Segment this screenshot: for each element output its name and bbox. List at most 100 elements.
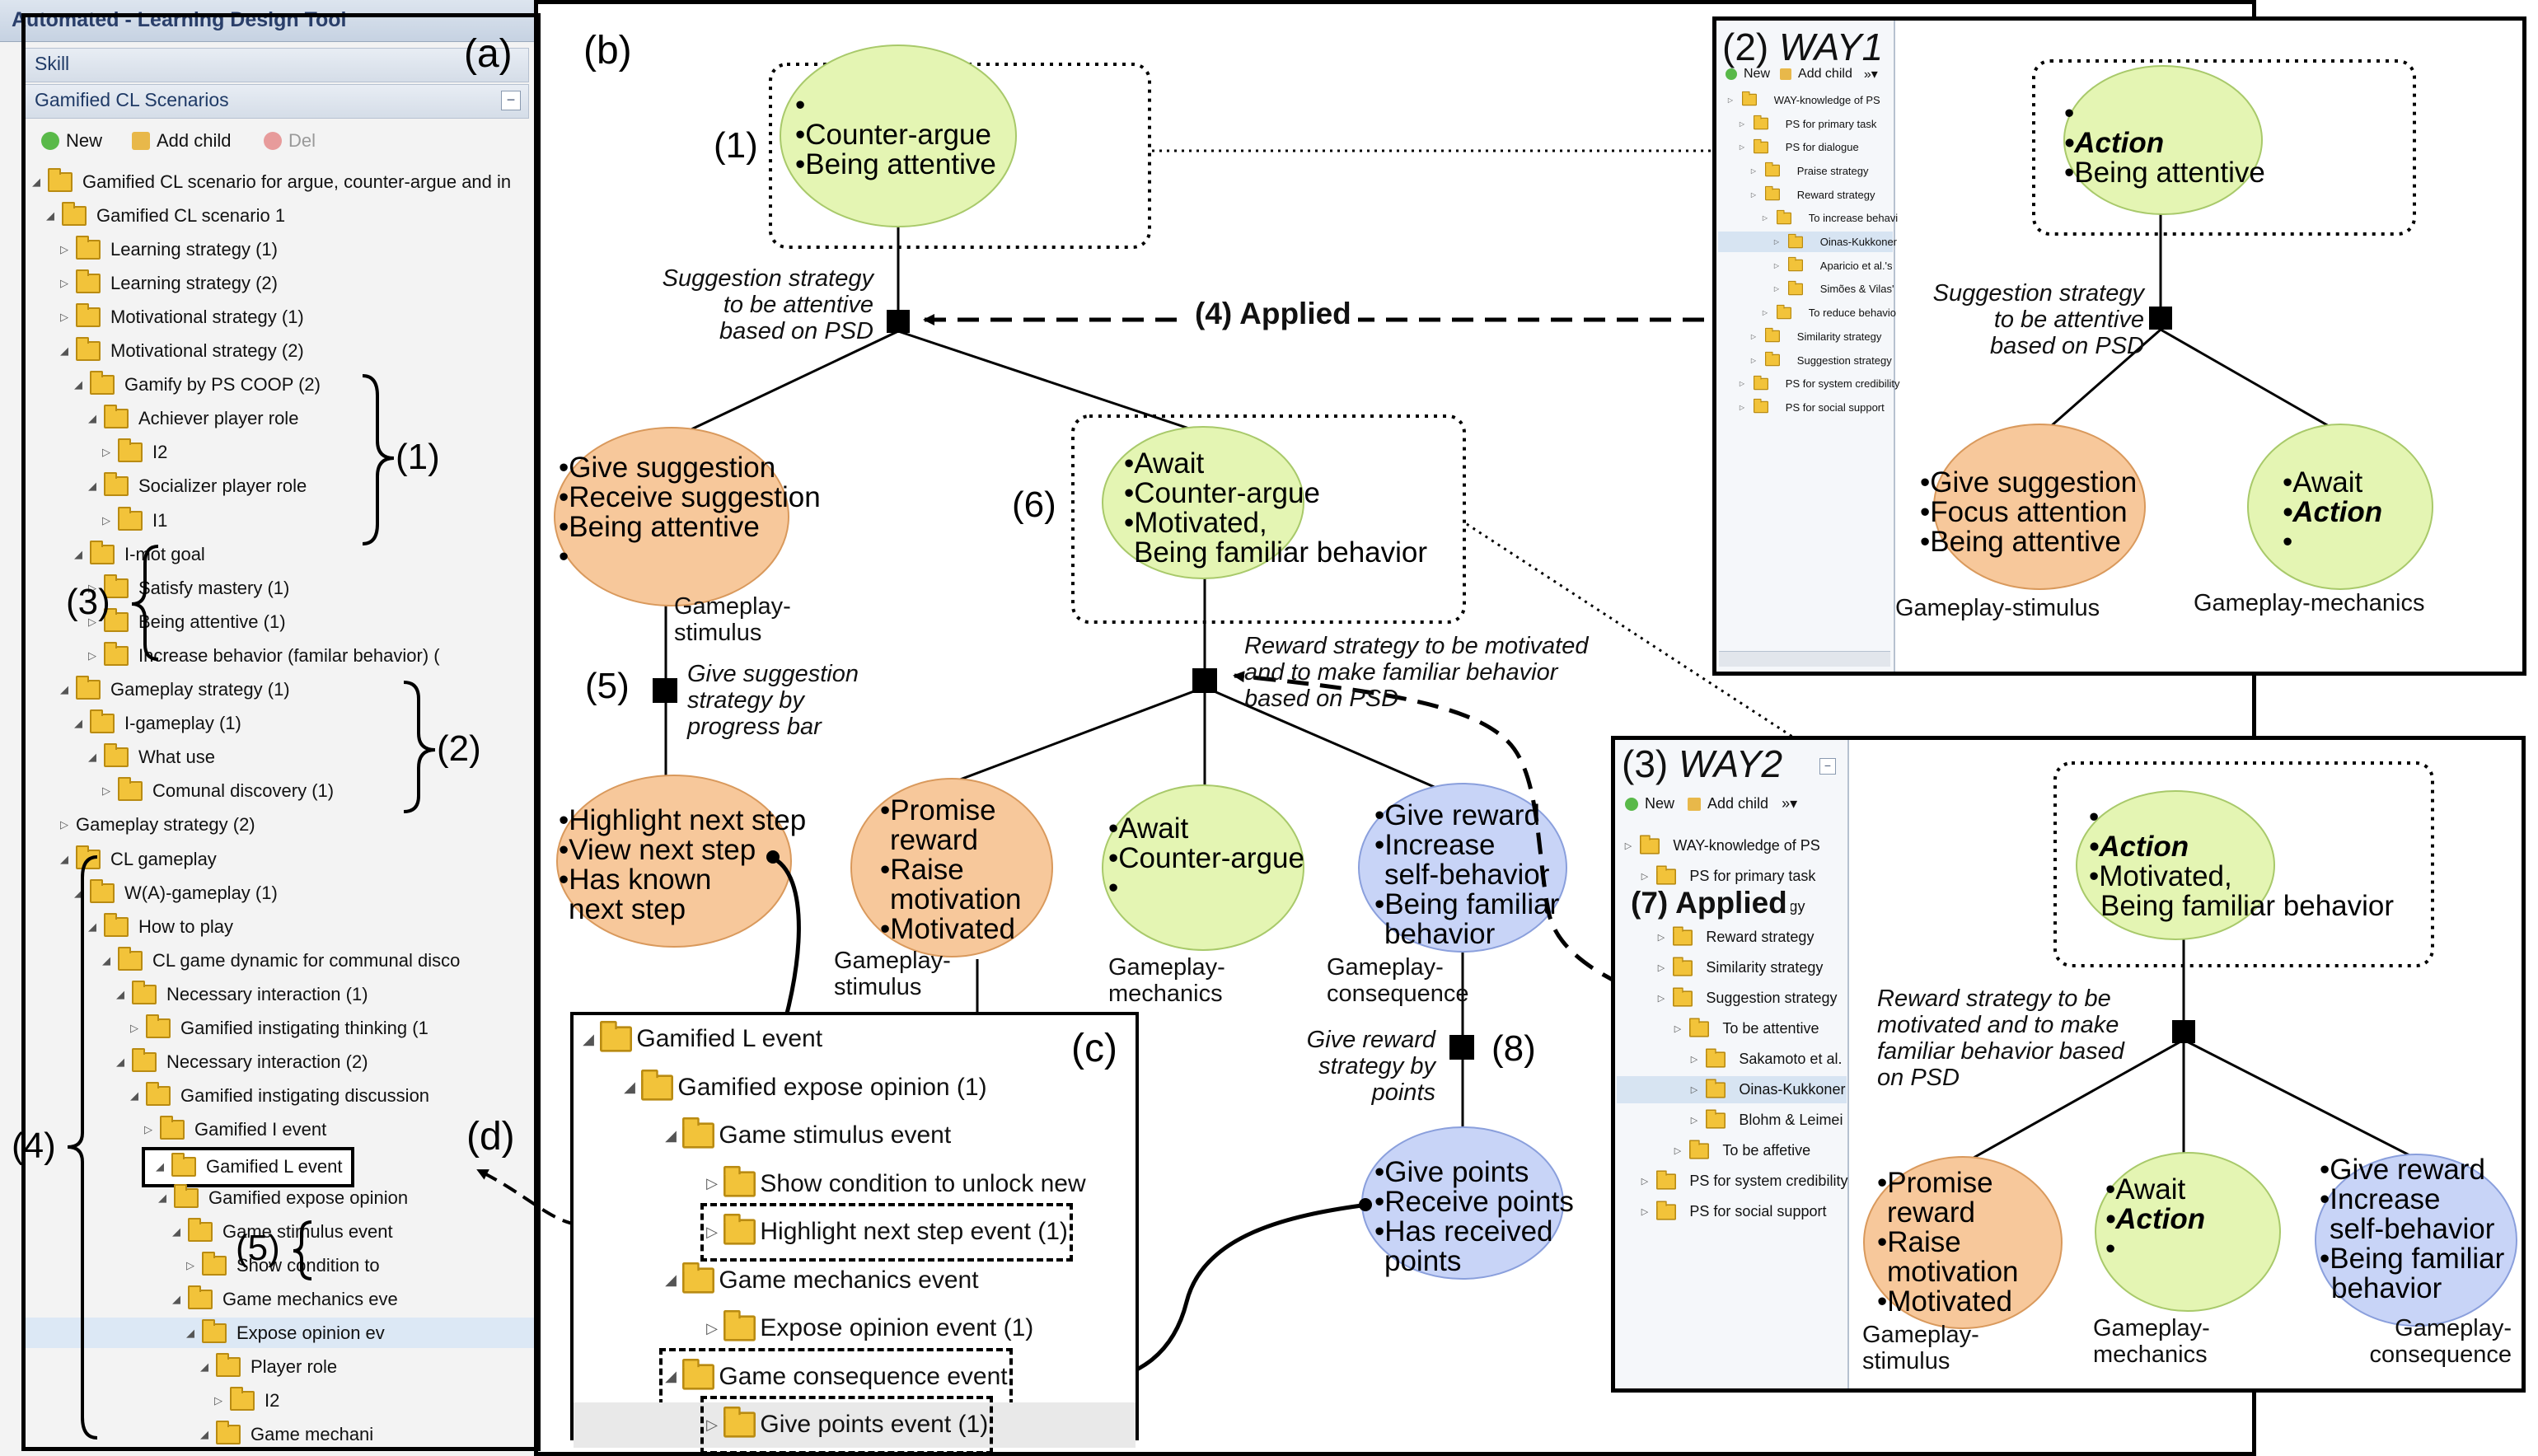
scenario-tree-row[interactable]: ◢Game mechani (198, 1418, 373, 1452)
way2-tree-row[interactable]: ▷Similarity strategy (1655, 953, 1823, 983)
expanded-arrow-icon[interactable]: ◢ (665, 1368, 677, 1385)
scenario-tree-row[interactable]: ◢CL game dynamic for communal disco (100, 943, 460, 977)
scenario-tree-row[interactable]: ◢Gamify by PS COOP (2) (72, 368, 321, 402)
expanded-arrow-icon[interactable]: ◢ (88, 751, 96, 764)
expanded-arrow-icon[interactable]: ◢ (156, 1160, 164, 1173)
way1-tree-row[interactable]: ▷Oinas-Kukkoner (1770, 230, 1897, 254)
collapsed-arrow-icon[interactable]: ▷ (1773, 285, 1780, 293)
way1-tree-row[interactable]: ▷To increase behavi (1758, 207, 1898, 231)
collapsed-arrow-icon[interactable]: ▷ (1739, 403, 1745, 411)
collapsed-arrow-icon[interactable]: ▷ (214, 1394, 222, 1407)
scenario-tree-row[interactable]: ◢Game stimulus event (170, 1215, 393, 1248)
collapsed-arrow-icon[interactable]: ▷ (102, 446, 110, 459)
scenario-tree-row[interactable]: ▷Gamified instigating thinking (1 (128, 1012, 428, 1046)
collapsed-arrow-icon[interactable]: ▷ (60, 242, 68, 255)
way1-new-button[interactable]: New (1744, 67, 1771, 81)
scenario-tree-row[interactable]: ▷I1 (100, 503, 167, 537)
way1-tree-row[interactable]: ▷PS for dialogue (1735, 135, 1859, 159)
collapsed-arrow-icon[interactable]: ▷ (102, 513, 110, 527)
scenario-tree-row[interactable]: ◢CL gameplay (58, 842, 217, 876)
way2-add-child-button[interactable]: Add child (1707, 795, 1769, 812)
collapsed-arrow-icon[interactable]: ▷ (1657, 994, 1665, 1004)
scenario-tree-row[interactable]: ◢Necessary interaction (2) (114, 1046, 368, 1079)
scenario-tree-row[interactable]: ◢Gamified CL scenario for argue, counter… (30, 165, 511, 199)
collapsed-arrow-icon[interactable]: ▷ (144, 1123, 152, 1136)
collapsed-arrow-icon[interactable]: ▷ (1750, 356, 1757, 364)
scenario-tree-row[interactable]: ▷I2 (100, 436, 167, 470)
way2-tree-row[interactable]: ▷To be affetive (1671, 1135, 1810, 1166)
way2-new-button[interactable]: New (1645, 795, 1675, 812)
way1-scrollbar[interactable] (1719, 651, 1890, 667)
event-tree-row[interactable]: ◢Gamified expose opinion (1) (623, 1064, 987, 1112)
scenario-tree-row[interactable]: ▷Increase behavior (familar behavior) ( (86, 639, 440, 672)
scenario-tree-row[interactable]: ◢Expose opinion ev (184, 1316, 385, 1350)
event-tree-row[interactable]: ▷Highlight next step event (1) (700, 1203, 1073, 1262)
scenario-tree-row[interactable]: ◢Player role (198, 1351, 337, 1384)
scenario-tree-row[interactable]: ◢Achiever player role (86, 402, 298, 436)
collapsed-arrow-icon[interactable]: ▷ (1762, 214, 1768, 222)
collapsed-arrow-icon[interactable]: ▷ (1690, 1116, 1698, 1126)
scenario-tree-row[interactable]: ◢I-mot goal (72, 537, 205, 571)
way2-tree-row[interactable]: ▷Reward strategy (1655, 922, 1814, 953)
scenario-tree-row[interactable]: ◢Gamified L event (142, 1146, 354, 1187)
expanded-arrow-icon[interactable]: ◢ (200, 1428, 208, 1441)
way2-collapse-icon[interactable]: − (1819, 758, 1836, 775)
scenario-tree-row[interactable]: ◢W(A)-gameplay (1) (72, 876, 278, 910)
collapsed-arrow-icon[interactable]: ▷ (1657, 933, 1665, 943)
expanded-arrow-icon[interactable]: ◢ (624, 1079, 635, 1096)
event-tree-row[interactable]: ◢Game stimulus event (664, 1112, 951, 1160)
way1-tree-row[interactable]: ▷Praise strategy (1747, 159, 1869, 183)
scenario-tree-row[interactable]: ▷Learning strategy (2) (58, 266, 278, 300)
event-tree-row[interactable]: ◢Game consequence event (659, 1347, 1013, 1406)
event-tree-row[interactable]: ▷Give points event (1) (700, 1396, 994, 1454)
event-tree-row[interactable]: ◢Game mechanics event (664, 1257, 979, 1305)
scenario-tree-row[interactable]: ▷Gamified I event (142, 1113, 326, 1147)
add-child-button[interactable]: Add child (132, 130, 232, 152)
new-button[interactable]: New (41, 130, 102, 152)
event-tree-row[interactable]: ◢Gamified L event (582, 1015, 822, 1064)
event-tree-row[interactable]: ▷Show condition to unlock new (705, 1160, 1086, 1209)
collapsed-arrow-icon[interactable]: ▷ (706, 1416, 718, 1433)
collapsed-arrow-icon[interactable]: ▷ (1690, 1055, 1698, 1065)
event-tree-row[interactable]: ▷Expose opinion event (1) (705, 1304, 1033, 1353)
scenario-tree-row[interactable]: ◢What use (86, 741, 215, 775)
way2-tree-row[interactable]: ▷Oinas-Kukkoner (1688, 1074, 1845, 1105)
expanded-arrow-icon[interactable]: ◢ (130, 1089, 138, 1103)
way2-tree-row[interactable]: ▷Suggestion strategy (1655, 983, 1838, 1014)
way2-tree-row[interactable]: ▷To be attentive (1671, 1014, 1819, 1044)
collapsed-arrow-icon[interactable]: ▷ (706, 1223, 718, 1240)
expanded-arrow-icon[interactable]: ◢ (74, 886, 82, 899)
way2-tree-row[interactable]: ▷PS for primary task (1638, 861, 1815, 892)
expanded-arrow-icon[interactable]: ◢ (665, 1126, 677, 1144)
way1-tree-row[interactable]: ▷PS for primary task (1735, 112, 1876, 136)
expanded-arrow-icon[interactable]: ◢ (158, 1191, 166, 1204)
collapsed-arrow-icon[interactable]: ▷ (1674, 1024, 1682, 1034)
way2-tree-row[interactable]: ▷Sakamoto et al. (1688, 1044, 1842, 1074)
expanded-arrow-icon[interactable]: ◢ (74, 547, 82, 560)
collapsed-arrow-icon[interactable]: ▷ (130, 1022, 138, 1035)
scenario-tree-row[interactable]: ▷Show condition to (184, 1248, 380, 1282)
way1-tree-row[interactable]: ▷WAY-knowledge of PS (1724, 88, 1880, 112)
collapse-icon[interactable]: − (501, 91, 521, 110)
expanded-arrow-icon[interactable]: ◢ (46, 208, 54, 222)
way1-add-child-button[interactable]: Add child (1798, 67, 1852, 81)
collapsed-arrow-icon[interactable]: ▷ (1641, 872, 1649, 882)
collapsed-arrow-icon[interactable]: ▷ (1750, 166, 1757, 175)
expanded-arrow-icon[interactable]: ◢ (74, 717, 82, 730)
expanded-arrow-icon[interactable]: ◢ (60, 683, 68, 696)
collapsed-arrow-icon[interactable]: ▷ (1641, 1177, 1649, 1187)
collapsed-arrow-icon[interactable]: ▷ (88, 648, 96, 662)
scenario-tree-row[interactable]: ◢Necessary interaction (1) (114, 977, 368, 1011)
scenario-tree-row[interactable]: ◢How to play (86, 910, 233, 943)
collapsed-arrow-icon[interactable]: ▷ (88, 581, 96, 594)
scenario-tree-row[interactable]: ▷Motivational strategy (1) (58, 300, 304, 334)
scenario-tree-row[interactable]: ▷Gameplay strategy (2) (58, 808, 255, 842)
scenario-tree-row[interactable]: ◢I-gameplay (1) (72, 707, 241, 741)
way2-tree-row[interactable]: ▷PS for social support (1638, 1196, 1826, 1227)
expanded-arrow-icon[interactable]: ◢ (186, 1326, 194, 1339)
collapsed-arrow-icon[interactable]: ▷ (1750, 332, 1757, 340)
way2-tree-row[interactable]: ▷Blohm & Leimei (1688, 1105, 1843, 1135)
collapsed-arrow-icon[interactable]: ▷ (1739, 380, 1745, 388)
expanded-arrow-icon[interactable]: ◢ (88, 480, 96, 493)
collapsed-arrow-icon[interactable]: ▷ (1727, 96, 1734, 104)
